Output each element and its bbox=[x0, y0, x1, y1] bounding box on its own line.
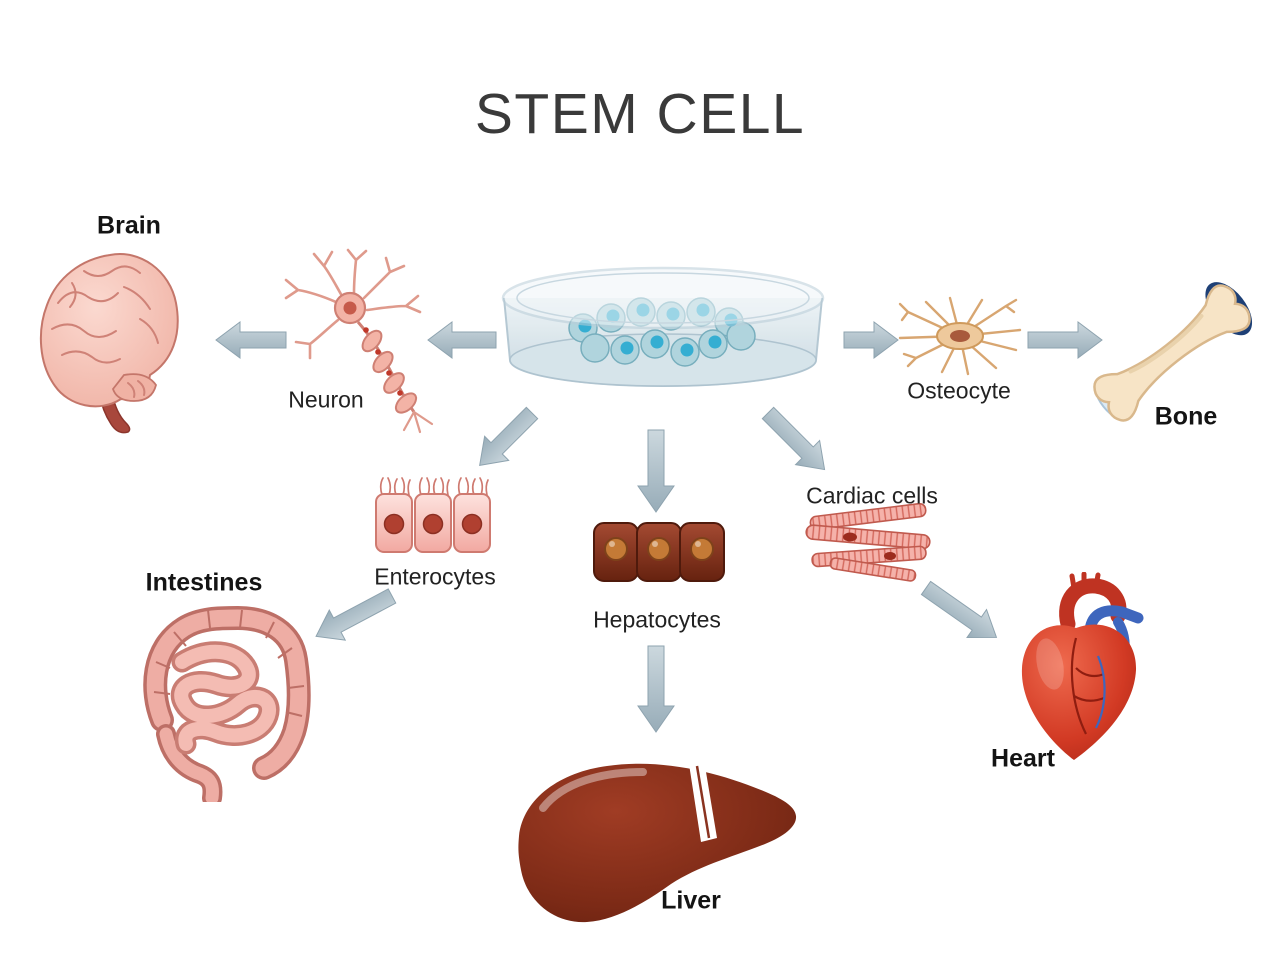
arrow-cardiac-to-heart bbox=[920, 580, 998, 638]
osteocyte-label: Osteocyte bbox=[907, 377, 1011, 404]
brain-illustration bbox=[39, 253, 179, 434]
arrow-dish-to-cardiac bbox=[761, 406, 826, 471]
axon-nodes bbox=[363, 327, 403, 396]
arrow-hepatocytes-to-liver bbox=[637, 645, 675, 733]
enterocytes-illustration bbox=[375, 477, 491, 553]
dish-rim-inner bbox=[516, 272, 810, 324]
liver-illustration bbox=[518, 763, 797, 923]
cardiac-cells-illustration bbox=[805, 502, 931, 582]
neuron-illustration bbox=[284, 248, 434, 434]
aorta-branches bbox=[1069, 572, 1101, 591]
osteocyte-nucleus bbox=[950, 330, 970, 342]
neuron-dendrites bbox=[284, 248, 422, 360]
heart-body bbox=[1021, 624, 1137, 760]
neuron-nucleus bbox=[343, 301, 357, 315]
osteocyte-illustration bbox=[898, 296, 1022, 376]
cardiac-nuclei bbox=[843, 532, 896, 560]
small-intestine bbox=[170, 641, 280, 755]
liver-body bbox=[518, 763, 797, 923]
axon-terminals bbox=[402, 410, 434, 434]
arrow-dish-to-enterocytes bbox=[479, 406, 539, 466]
ligament-divider bbox=[695, 765, 711, 839]
enterocyte-nuclei bbox=[383, 513, 483, 535]
hepatocytes-illustration bbox=[593, 522, 725, 582]
haustra-lines bbox=[153, 609, 305, 717]
page-title: STEM CELL bbox=[474, 82, 806, 146]
brain-label: Brain bbox=[97, 211, 161, 240]
axon-myelin bbox=[361, 329, 418, 414]
bone-shaft-shading bbox=[1128, 314, 1204, 374]
neuron-label: Neuron bbox=[288, 386, 364, 413]
arrow-dish-to-neuron bbox=[427, 321, 497, 359]
arrow-osteocyte-to-bone bbox=[1027, 321, 1103, 359]
cardiac-fibers bbox=[805, 502, 931, 582]
intestines-illustration bbox=[143, 605, 311, 802]
arrow-dish-to-hepatocytes bbox=[637, 429, 675, 513]
bone-body bbox=[1093, 284, 1251, 422]
hepatocytes-label: Hepatocytes bbox=[593, 606, 721, 633]
hepatocyte-nuclei bbox=[604, 537, 714, 561]
intestines-label: Intestines bbox=[145, 568, 263, 597]
cerebellum bbox=[111, 373, 157, 402]
stem-cell-dish-illustration bbox=[501, 266, 825, 387]
arrow-neuron-to-brain bbox=[215, 321, 287, 359]
microvilli bbox=[379, 477, 489, 496]
dish-rim bbox=[501, 266, 825, 330]
coronary-vessels bbox=[1070, 637, 1105, 735]
osteocyte-processes bbox=[898, 296, 1022, 376]
cardiac-vein bbox=[1095, 655, 1106, 729]
heart-highlight bbox=[1036, 638, 1064, 690]
large-intestine bbox=[143, 605, 311, 780]
heart-illustration bbox=[1021, 572, 1144, 760]
bone-label: Bone bbox=[1154, 402, 1218, 431]
cerebrum bbox=[39, 253, 179, 408]
enterocytes-label: Enterocytes bbox=[374, 563, 496, 590]
rectum bbox=[156, 724, 223, 802]
liver-label: Liver bbox=[661, 886, 721, 915]
cardiac-cells-label: Cardiac cells bbox=[806, 482, 938, 509]
bone-illustration bbox=[1093, 282, 1253, 422]
heart-label: Heart bbox=[991, 744, 1055, 773]
liver-highlight bbox=[539, 768, 647, 812]
brain-gyri bbox=[51, 265, 159, 398]
arrow-enterocytes-to-intestines bbox=[315, 588, 397, 641]
hepatocyte-highlights bbox=[609, 541, 701, 547]
arrow-dish-to-osteocyte bbox=[843, 321, 899, 359]
